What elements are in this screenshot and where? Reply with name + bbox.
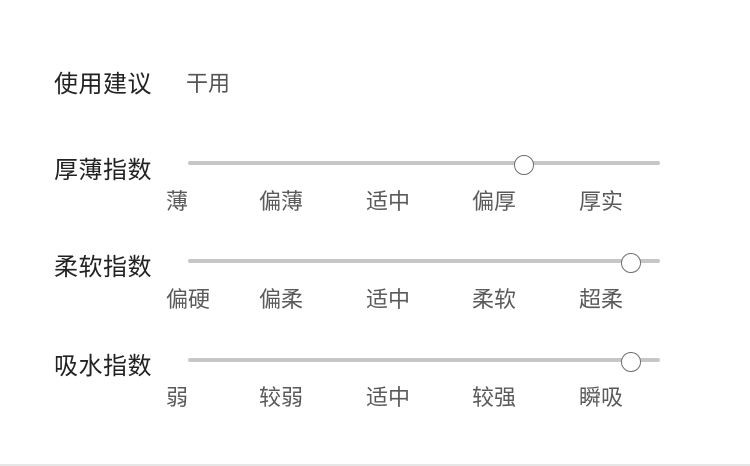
absorbency-option: 较弱 bbox=[259, 386, 304, 411]
softness-option: 偏硬 bbox=[166, 288, 211, 313]
bottom-divider bbox=[0, 464, 750, 466]
thickness-slider-thumb[interactable] bbox=[514, 155, 534, 175]
thickness-slider-track[interactable] bbox=[188, 161, 660, 165]
softness-option: 偏柔 bbox=[259, 288, 304, 313]
thickness-option: 偏厚 bbox=[472, 190, 517, 215]
absorbency-option: 瞬吸 bbox=[579, 386, 624, 411]
usage-label: 使用建议 bbox=[54, 70, 152, 98]
absorbency-option: 较强 bbox=[472, 386, 517, 411]
thickness-option: 薄 bbox=[166, 190, 189, 215]
absorbency-slider-track[interactable] bbox=[188, 358, 660, 362]
thickness-option: 适中 bbox=[366, 190, 411, 215]
thickness-option: 厚实 bbox=[579, 190, 624, 215]
softness-slider-track[interactable] bbox=[188, 259, 660, 263]
softness-slider-thumb[interactable] bbox=[621, 253, 641, 273]
absorbency-slider-thumb[interactable] bbox=[621, 352, 641, 372]
softness-option: 超柔 bbox=[579, 288, 624, 313]
absorbency-option: 适中 bbox=[366, 386, 411, 411]
absorbency-option: 弱 bbox=[166, 386, 189, 411]
absorbency-index-label: 吸水指数 bbox=[54, 352, 152, 380]
thickness-index-label: 厚薄指数 bbox=[54, 156, 152, 184]
thickness-option: 偏薄 bbox=[259, 190, 304, 215]
softness-index-label: 柔软指数 bbox=[54, 253, 152, 281]
usage-value: 干用 bbox=[186, 72, 231, 97]
softness-option: 柔软 bbox=[472, 288, 517, 313]
softness-option: 适中 bbox=[366, 288, 411, 313]
